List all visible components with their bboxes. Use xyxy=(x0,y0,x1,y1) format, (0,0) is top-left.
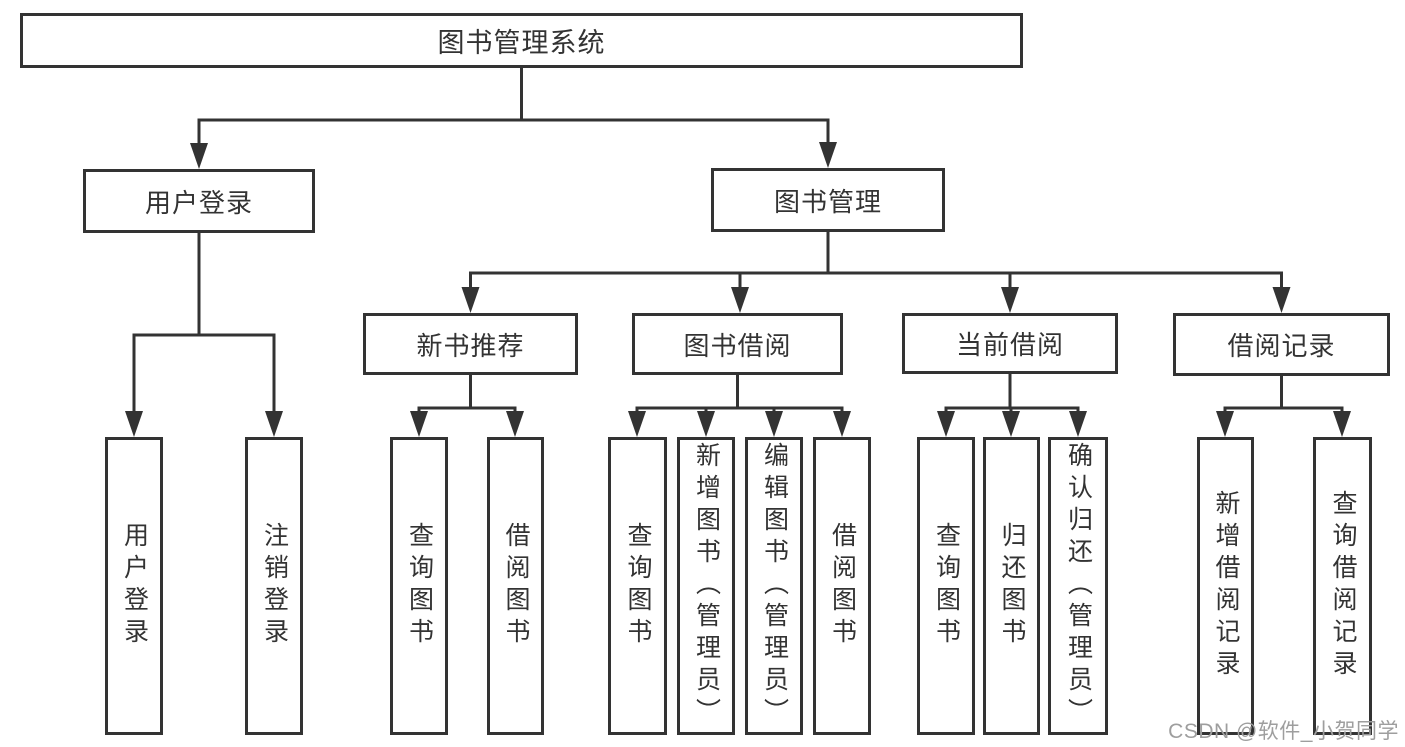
connector-book-borrow-to-leaves xyxy=(628,375,851,437)
leaf-query-books-current: 查询图书 xyxy=(917,437,975,735)
leaf-query-books-recommend-label: 查询图书 xyxy=(405,522,434,650)
leaf-add-borrow-record: 新增借阅记录 xyxy=(1197,437,1254,735)
leaf-query-borrow-record: 查询借阅记录 xyxy=(1313,437,1372,735)
leaf-add-book-admin: 新增图书（管理员） xyxy=(677,437,735,735)
leaf-borrow-books-recommend-label: 借阅图书 xyxy=(502,522,530,650)
leaf-logout: 注销登录 xyxy=(245,437,303,735)
node-book-borrow: 图书借阅 xyxy=(632,313,843,375)
node-current-borrow: 当前借阅 xyxy=(902,313,1118,374)
leaf-confirm-return-admin-label: 确认归还（管理员） xyxy=(1064,442,1093,730)
leaf-borrow-books-label: 借阅图书 xyxy=(828,522,857,650)
leaf-edit-book-admin-label: 编辑图书（管理员） xyxy=(760,442,789,730)
leaf-query-borrow-record-label: 查询借阅记录 xyxy=(1329,490,1357,682)
node-book-management: 图书管理 xyxy=(711,168,945,232)
node-user-login: 用户登录 xyxy=(83,169,315,233)
leaf-add-book-admin-label: 新增图书（管理员） xyxy=(692,442,721,730)
node-root-library-system: 图书管理系统 xyxy=(20,13,1023,68)
node-new-book-recommend: 新书推荐 xyxy=(363,313,578,375)
leaf-query-books-recommend: 查询图书 xyxy=(390,437,448,735)
leaf-add-borrow-record-label: 新增借阅记录 xyxy=(1212,490,1240,682)
csdn-watermark: CSDN @软件_小贺同学 xyxy=(1168,720,1399,743)
leaf-logout-label: 注销登录 xyxy=(260,522,289,650)
connector-current-borrow-to-leaves xyxy=(937,374,1087,437)
leaf-user-login: 用户登录 xyxy=(105,437,163,735)
node-borrow-records: 借阅记录 xyxy=(1173,313,1390,376)
leaf-confirm-return-admin: 确认归还（管理员） xyxy=(1048,437,1108,735)
leaf-query-books-current-label: 查询图书 xyxy=(932,522,961,650)
connector-root-to-level2 xyxy=(190,68,837,169)
leaf-borrow-books: 借阅图书 xyxy=(813,437,871,735)
leaf-query-books-borrow: 查询图书 xyxy=(608,437,667,735)
leaf-return-book-label: 归还图书 xyxy=(998,522,1026,650)
leaf-return-book: 归还图书 xyxy=(983,437,1040,735)
leaf-user-login-label: 用户登录 xyxy=(120,522,149,650)
connector-user-login-to-leaves xyxy=(125,233,283,437)
connector-new-book-to-leaves xyxy=(410,375,524,437)
connector-borrow-records-to-leaves xyxy=(1216,376,1351,437)
leaf-edit-book-admin: 编辑图书（管理员） xyxy=(745,437,803,735)
leaf-borrow-books-recommend: 借阅图书 xyxy=(487,437,544,735)
leaf-query-books-borrow-label: 查询图书 xyxy=(624,522,652,650)
connector-book-mgmt-to-level3 xyxy=(461,232,1291,313)
